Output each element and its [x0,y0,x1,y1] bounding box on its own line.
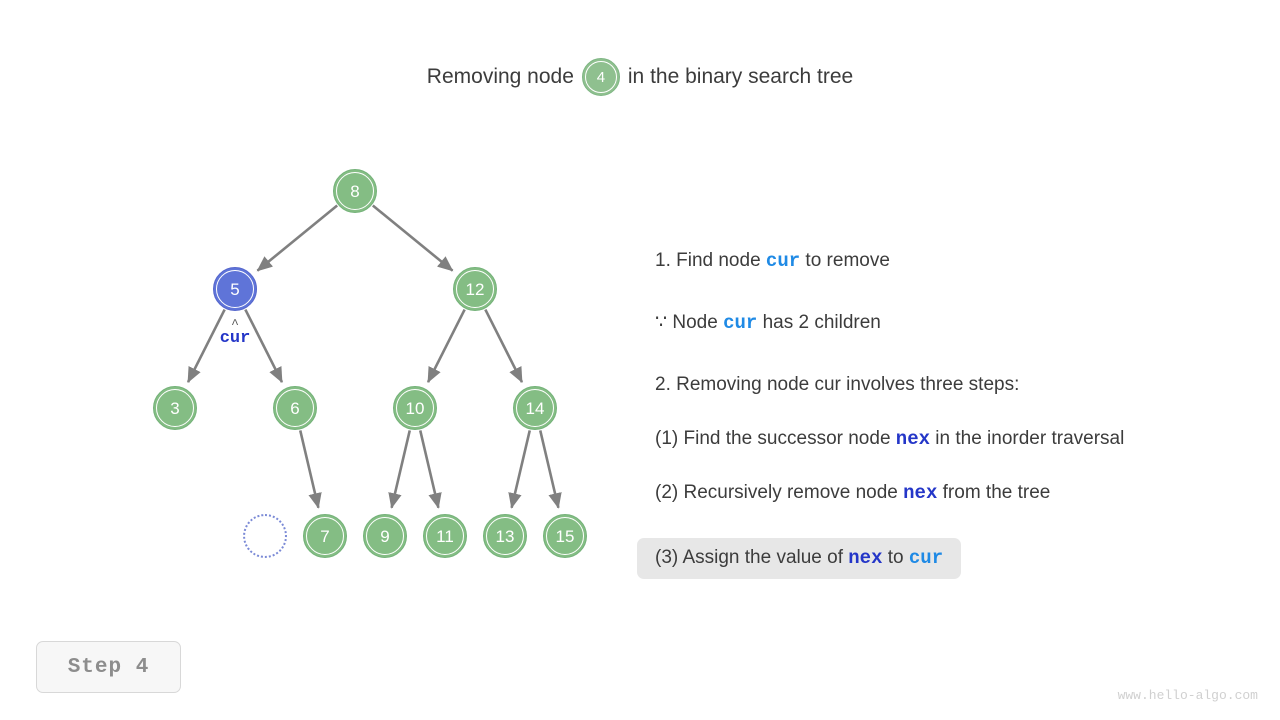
tree-node-removed-placeholder [243,514,287,558]
node-value: 14 [525,398,545,418]
info-line-6-var-cur: cur [908,547,944,569]
tree-node-3: 3 [153,386,197,430]
node-value: 15 [555,526,575,546]
info-line-cur-has-children: ∵ Node cur has 2 children [655,310,1265,336]
node-ring [336,172,374,210]
tree-node-6: 6 [273,386,317,430]
info-line-4-var-nex: nex [895,428,931,450]
info-line-2-var-cur: cur [723,312,758,334]
node-value: 6 [290,398,300,418]
node-ring [426,517,464,555]
tree-edge-group [186,204,562,509]
step-badge: Step 4 [36,641,181,693]
info-spacer-5 [655,506,1265,534]
info-line-three-steps: 2. Removing node cur involves three step… [655,374,1020,395]
tree-edge [186,308,226,384]
node-ring [546,517,584,555]
node-ring [396,389,434,427]
tree-edge [256,204,339,272]
tree-node-12: 12 [453,267,497,311]
title-node-value: 4 [596,68,606,86]
info-substep-1: (1) Find the successor node nex in the i… [655,426,1265,452]
info-line-5-text-b: from the tree [937,482,1051,503]
node-value: 10 [405,398,425,418]
title-suffix: in the binary search tree [627,65,854,88]
tree-node-9: 9 [363,514,407,558]
node-ring [276,389,314,427]
info-substep-2: (2) Recursively remove node nex from the… [655,480,1265,506]
info-line-6-var-nex: nex [848,547,883,569]
tree-edge [244,308,284,384]
pointer-label-cur: ^cur [219,317,251,348]
tree-edge [508,430,532,509]
node-ring [486,517,524,555]
info-line-find-cur: 1. Find node cur to remove [655,248,1265,274]
node-ring [516,389,554,427]
explanation-panel: 1. Find node cur to remove ∵ Node cur ha… [637,248,1265,579]
tree-node-7: 7 [303,514,347,558]
node-value: 11 [436,526,454,546]
tree-node-14: 14 [513,386,557,430]
page-title: Removing node 4 in the binary search tre… [0,58,1280,96]
step-badge-label: Step 4 [67,655,150,679]
pointer-caret-icon: ^ [231,317,239,332]
node-ring [366,517,404,555]
info-spacer-2 [655,336,1265,372]
node-value: 5 [230,279,240,299]
tree-node-13: 13 [483,514,527,558]
info-line-1-var-cur: cur [765,250,801,272]
info-line-5-text-a: (2) Recursively remove node [655,482,904,503]
tree-node-5: 5 [213,267,257,311]
info-spacer-4 [655,452,1265,480]
node-ring [456,270,494,308]
tree-edge [418,430,442,509]
node-value: 7 [320,526,330,546]
tree-edge [298,430,322,509]
info-line-4-text-a: (1) Find the successor node [655,428,896,449]
info-line-6-text-b: to [882,547,909,568]
node-value: 12 [465,279,485,299]
node-value: 9 [380,526,390,546]
node-ring [306,517,344,555]
tree-node-11: 11 [423,514,467,558]
tree-node-10: 10 [393,386,437,430]
info-line-1-text-a: 1. Find node [655,250,766,271]
info-substep-3-highlight: (3) Assign the value of nex to cur [637,538,962,579]
node-value: 13 [495,526,515,546]
info-spacer-3 [655,398,1265,426]
title-node-ring [584,61,617,93]
title-prefix: Removing node [426,65,574,88]
binary-search-tree-diagram: 8 5 12 3 6 10 14 7 9 11 13 15 ^cur [0,0,660,620]
info-line-2-text-a: ∵ Node [655,312,724,333]
tree-node-15: 15 [543,514,587,558]
pointer-name: cur [219,329,251,348]
tree-edge [371,204,454,272]
node-value: 3 [170,398,180,418]
info-substep-3-row: (3) Assign the value of nex to cur [637,534,1265,579]
info-line-2-text-b: has 2 children [757,312,881,333]
tree-edge [388,430,412,509]
node-value [243,514,287,558]
tree-edge [538,430,562,509]
info-line-5-var-nex: nex [903,482,938,504]
tree-edges-layer [186,204,562,509]
node-ring [156,389,194,427]
tree-edge [426,308,466,384]
info-line-1-text-b: to remove [800,250,890,271]
node-circle [243,514,287,558]
info-spacer-1 [655,274,1265,310]
title-node-badge: 4 [581,58,620,96]
info-line-6-text-a: (3) Assign the value of [655,547,849,568]
tree-edge [484,308,524,384]
tree-node-8: 8 [333,169,377,213]
node-ring [216,270,254,308]
info-line-4-text-b: in the inorder traversal [930,428,1125,449]
node-value: 8 [350,181,360,201]
site-watermark: www.hello-algo.com [1117,688,1258,703]
